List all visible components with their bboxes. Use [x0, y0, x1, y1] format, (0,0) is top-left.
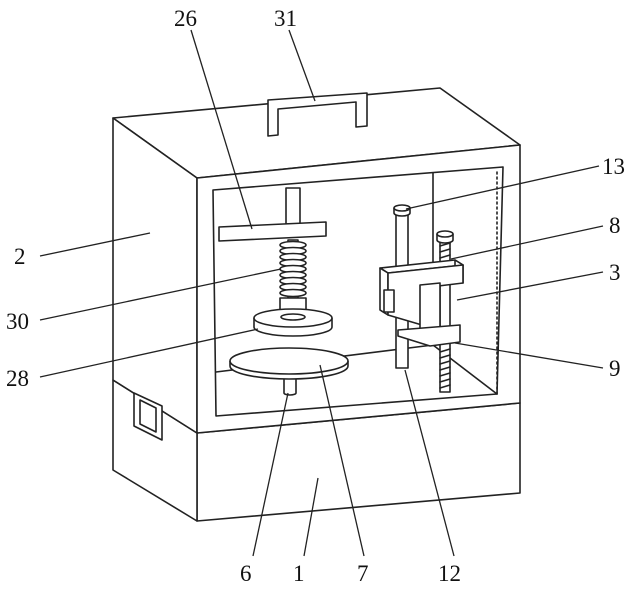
label-9: 9: [609, 356, 621, 381]
label-30: 30: [6, 309, 29, 334]
label-1: 1: [293, 561, 305, 586]
label-2: 2: [14, 244, 26, 269]
leader-31: [288, 29, 316, 102]
press-rod-top: [285, 187, 301, 225]
label-12: 12: [438, 561, 461, 586]
leader-28: [39, 328, 259, 378]
motor-block-3: [419, 282, 441, 333]
leader-12: [404, 369, 455, 557]
leader-2: [39, 232, 151, 257]
leader-30: [39, 268, 282, 321]
label-26: 26: [174, 6, 197, 31]
slider-block: [379, 259, 464, 347]
label-3: 3: [609, 260, 621, 285]
reference-numerals: 26 31 13 2 8 3 30 9 28 6 1 7 12: [6, 6, 625, 586]
screw-cap: [436, 230, 454, 238]
label-6: 6: [240, 561, 252, 586]
label-28: 28: [6, 366, 29, 391]
leader-26: [190, 29, 253, 230]
label-8: 8: [609, 213, 621, 238]
label-7: 7: [357, 561, 369, 586]
leader-1: [303, 477, 319, 557]
label-13: 13: [602, 154, 625, 179]
side-latch: [133, 392, 163, 441]
slider-window: [383, 289, 395, 313]
handle-shape: [267, 92, 368, 137]
turntable: [229, 347, 349, 396]
leader-lines: [39, 29, 604, 557]
press-disc-hub: [280, 313, 306, 321]
spring-30: [279, 240, 307, 298]
handle: [267, 92, 368, 137]
leader-3: [456, 271, 604, 301]
leader-13: [405, 165, 600, 210]
turntable-disc-7: [229, 347, 349, 375]
latch-inner: [139, 399, 157, 433]
press-plate-26: [218, 221, 327, 242]
leader-9: [454, 342, 604, 369]
leader-8: [450, 225, 604, 260]
leader-7: [319, 364, 365, 557]
cabinet-opening: [212, 166, 504, 417]
cabinet: [112, 87, 521, 434]
label-31: 31: [274, 6, 297, 31]
leader-6: [252, 392, 289, 557]
press-assembly: [218, 187, 333, 337]
support-block-9: [397, 324, 461, 347]
